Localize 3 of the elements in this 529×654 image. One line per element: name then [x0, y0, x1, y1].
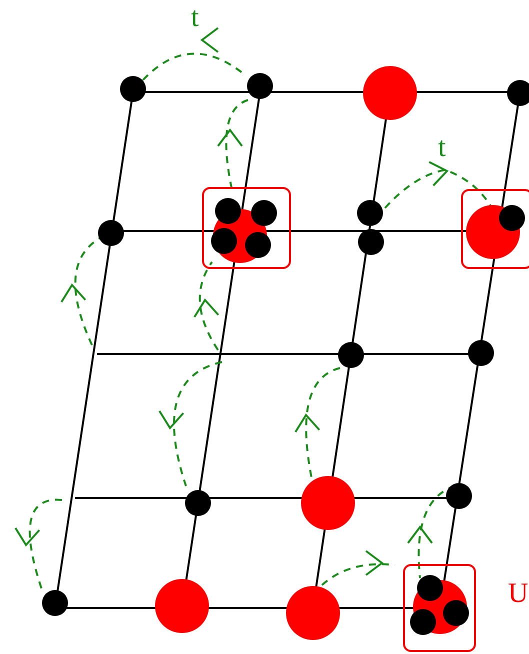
- hopping-label: t: [438, 134, 446, 162]
- interaction-label: U: [508, 580, 528, 608]
- hopping-label: t: [191, 4, 199, 32]
